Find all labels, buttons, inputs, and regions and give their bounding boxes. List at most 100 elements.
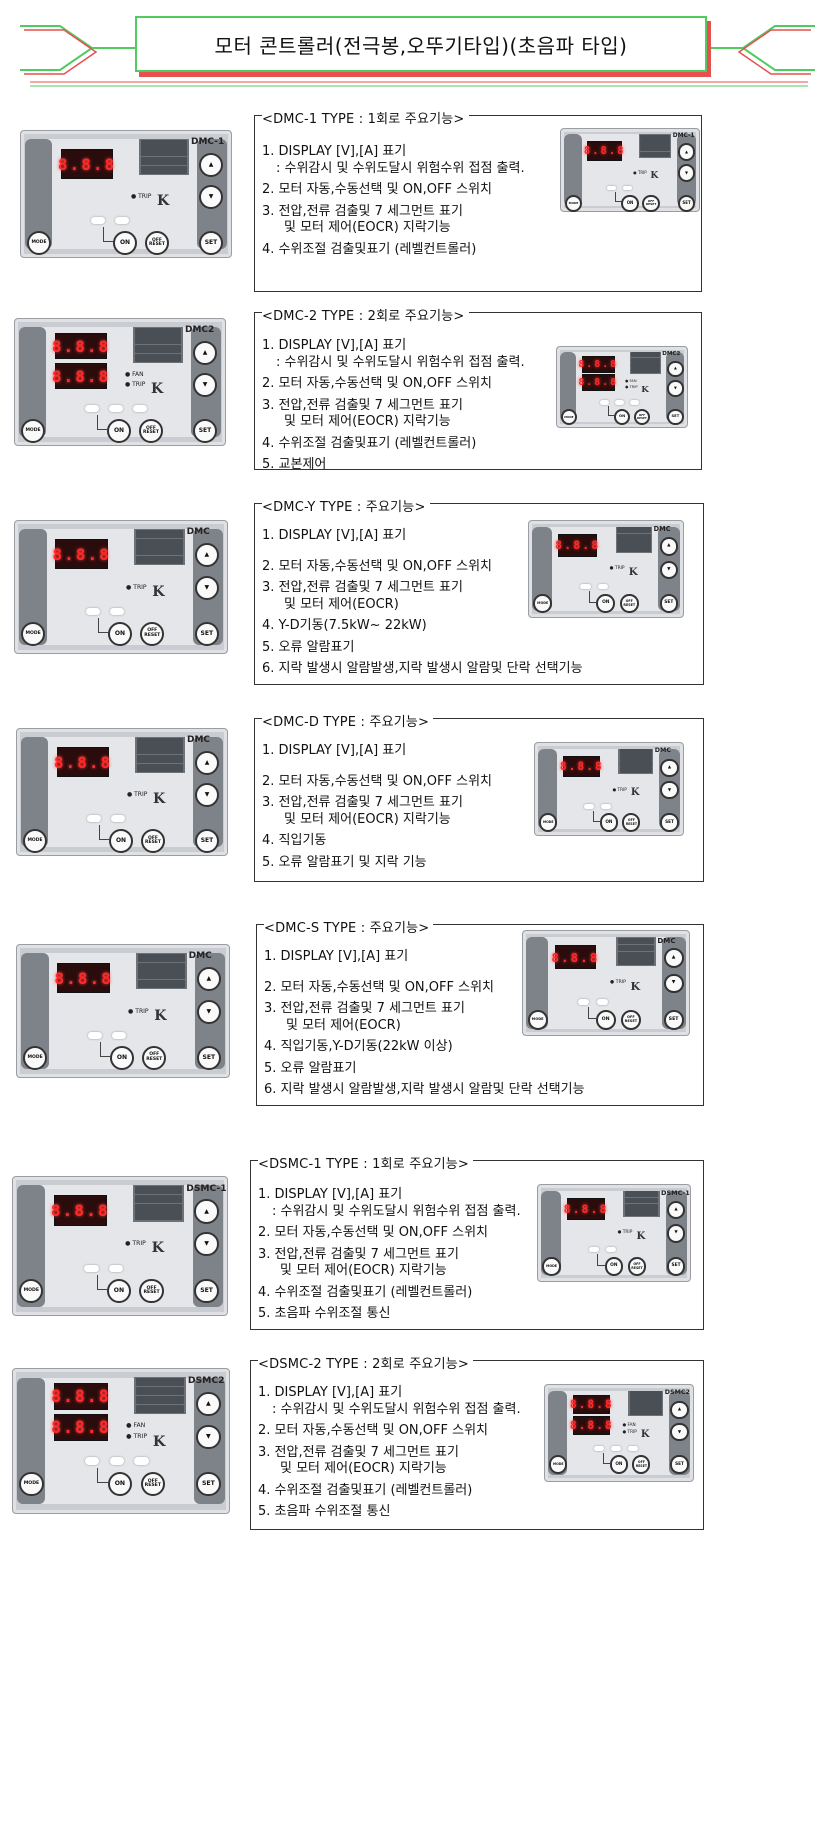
connector-line: [97, 415, 108, 430]
feature-text: 4. 수위조절 검출및표기 (레벨컨트롤러): [262, 435, 477, 451]
feature-subtext: 및 모터 제어(EOCR) 지락기능: [284, 220, 451, 235]
feature-text: 3. 전압,전류 검출및 7 세그먼트 표기: [258, 1444, 459, 1460]
feature-text: 6. 지락 발생시 알람발생,지락 발생시 알람및 단락 선택기능: [262, 661, 583, 676]
connector-line: [103, 227, 114, 242]
trip-label: ● TRIP: [633, 169, 647, 175]
mode-button: MODE: [542, 1257, 561, 1276]
off-reset-button: OFF RESET: [140, 1471, 166, 1497]
up-arrow-button: ▲: [666, 1200, 686, 1220]
set-button: SET: [677, 194, 696, 212]
feature-item: 1. DISPLAY [V],[A] 표기: 수위감시 및 수위도달시 위험수위…: [258, 1385, 521, 1418]
segment-digits: 8.8.8: [563, 1202, 609, 1217]
feature-text: 2. 모터 자동,수동선택 및 ON,OFF 스위치: [258, 1225, 488, 1240]
feature-item: 6. 지락 발생시 알람발생,지락 발생시 알람및 단락 선택기능: [262, 661, 583, 678]
down-arrow-button: ▼: [193, 373, 217, 397]
indicator-lamp: [134, 1457, 149, 1465]
down-arrow-button: ▼: [677, 164, 696, 182]
model-label: DMC2: [185, 325, 215, 335]
banner-ribbon-graphic: [20, 25, 815, 87]
indicator-lamp: [108, 1264, 124, 1272]
feature-text: 3. 전압,전류 검출및 7 세그먼트 표기: [264, 1001, 465, 1016]
feature-item: 2. 모터 자동,수동선택 및 ON,OFF 스위치: [262, 182, 525, 199]
kc-certification-icon: K: [641, 385, 649, 396]
up-arrow-button: ▲: [677, 143, 696, 161]
seven-segment-display: 8.8.8: [52, 539, 109, 570]
feature-item: 6. 지락 발생시 알람발생,지락 발생시 알람및 단락 선택기능: [264, 1082, 585, 1099]
feature-text: 4. 수위조절 검출및표기 (레벨컨트롤러): [258, 1482, 473, 1498]
feature-subtext: : 수위감시 및 수위도달시 위험수위 접점 출력.: [272, 1401, 521, 1417]
mode-button: MODE: [539, 813, 558, 832]
seven-segment-display: 8.8.8: [584, 140, 624, 162]
model-label: DMC: [188, 951, 212, 962]
segment-digits: 8.8.8: [569, 1397, 614, 1411]
model-label: DSMC-1: [661, 1189, 690, 1198]
model-label: DMC: [186, 527, 210, 538]
status-led-table: [615, 526, 653, 554]
mode-button: MODE: [21, 621, 46, 647]
feature-text: 6. 지락 발생시 알람발생,지락 발생시 알람및 단락 선택기능: [264, 1082, 585, 1097]
indicator-lamp: [85, 607, 100, 615]
segment-digits: 8.8.8: [578, 358, 619, 370]
off-reset-button: OFF RESET: [619, 594, 639, 613]
feature-text: 5. 초음파 수위조절 통신: [258, 1306, 391, 1321]
feature-list: 1. DISPLAY [V],[A] 표기: 수위감시 및 수위도달시 위험수위…: [258, 1187, 521, 1328]
trip-label: ● TRIP: [625, 385, 638, 390]
down-arrow-button: ▼: [667, 380, 684, 397]
connector-line: [614, 192, 623, 203]
down-arrow-button: ▼: [199, 185, 223, 209]
feature-item: 2. 모터 자동,수동선택 및 ON,OFF 스위치: [262, 774, 492, 791]
indicator-lamp: [622, 185, 632, 191]
indicator-lamp: [611, 1445, 622, 1451]
status-led-table: [623, 1190, 660, 1217]
mode-button: MODE: [19, 1471, 44, 1497]
on-button: ON: [109, 1045, 135, 1071]
feature-item: 5. 오류 알람표기 및 지락 기능: [262, 855, 492, 872]
model-label: DMC: [654, 747, 671, 755]
status-led-table: [139, 139, 189, 175]
off-reset-button: OFF RESET: [139, 1278, 164, 1304]
section-title: <DMC-1 TYPE : 1회로 주요기능>: [262, 108, 469, 127]
off-reset-button: OFF RESET: [142, 1045, 167, 1071]
up-arrow-button: ▲: [670, 1400, 689, 1419]
feature-subtext: 및 모터 제어(EOCR) 지락기능: [284, 811, 451, 827]
indicator-lamp: [85, 1457, 100, 1465]
mode-button: MODE: [564, 194, 583, 212]
set-button: SET: [196, 1045, 221, 1071]
feature-item: 4. 직입기동: [262, 833, 492, 850]
down-arrow-button: ▼: [194, 1232, 219, 1257]
up-arrow-button: ▲: [660, 758, 679, 777]
feature-text: 5. 오류 알람표기: [264, 1060, 357, 1076]
trip-label: ● TRIP: [612, 786, 627, 792]
trip-label: ● TRIP: [131, 193, 152, 200]
indicator-lamp: [584, 803, 595, 809]
seven-segment-display: 8.8.8: [570, 1394, 612, 1414]
feature-text: 3. 전압,전류 검출및 7 세그먼트 표기: [262, 203, 463, 219]
kc-certification-icon: K: [152, 1432, 166, 1450]
indicator-lamp: [87, 1031, 102, 1039]
status-led-table: [628, 1390, 664, 1416]
feature-item: 2. 모터 자동,수동선택 및 ON,OFF 스위치: [262, 559, 583, 576]
down-arrow-button: ▼: [660, 781, 679, 800]
kc-certification-icon: K: [650, 169, 659, 181]
set-button: SET: [660, 813, 679, 832]
feature-text: 1. DISPLAY [V],[A] 표기: [258, 1187, 403, 1202]
feature-text: 1. DISPLAY [V],[A] 표기: [264, 949, 409, 964]
down-arrow-button: ▼: [666, 1224, 686, 1243]
set-button: SET: [194, 621, 219, 647]
feature-item: 5. 오류 알람표기: [264, 1061, 585, 1078]
seven-segment-display: 8.8.8: [570, 1416, 612, 1435]
feature-text: 4. 수위조절 검출및표기 (레벨컨트롤러): [258, 1284, 473, 1300]
off-reset-button: OFF RESET: [621, 1010, 641, 1030]
segment-digits: 8.8.8: [51, 336, 111, 356]
set-button: SET: [670, 1455, 689, 1474]
indicator-lamp: [87, 815, 101, 822]
off-reset-button: OFF RESET: [622, 813, 641, 832]
status-led-table: [133, 1185, 185, 1222]
off-reset-button: OFF RESET: [141, 829, 165, 853]
on-button: ON: [596, 594, 616, 613]
title-box: 모터 콘트롤러(전극봉,오뚜기타입)(초음파 타입): [135, 16, 707, 72]
section-title: <DMC-D TYPE : 주요기능>: [262, 711, 434, 730]
